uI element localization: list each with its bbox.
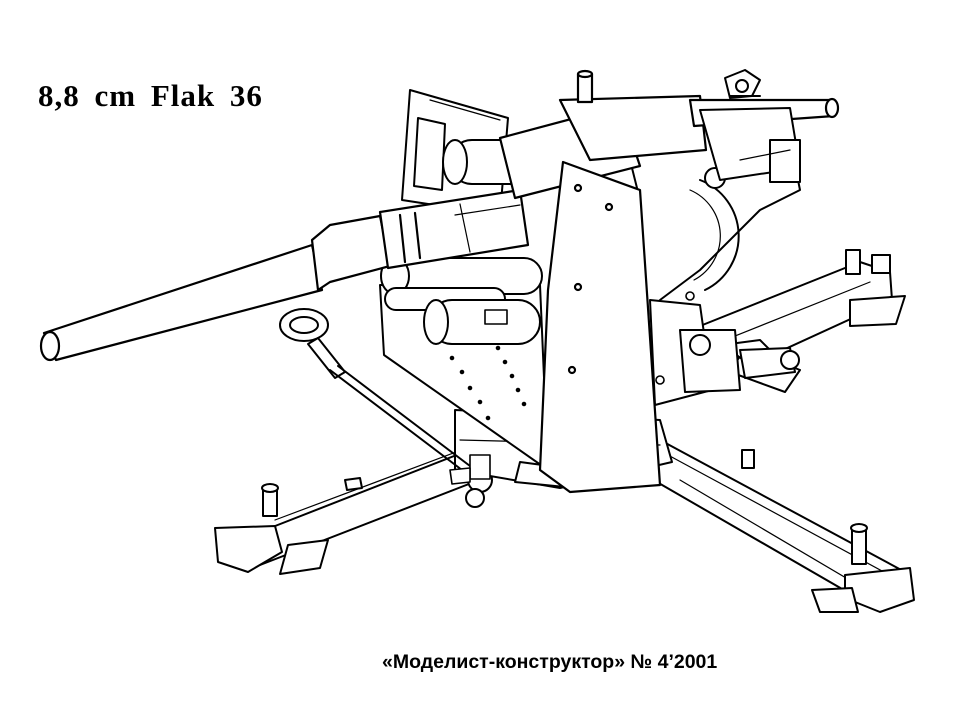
small-fittings <box>449 291 695 485</box>
gun-barrel <box>39 69 840 362</box>
side-shield-plate <box>538 160 662 494</box>
front-right-outrigger <box>649 439 915 613</box>
source-caption: «Моделист-конструктор» № 4’2001 <box>382 651 718 673</box>
figure-title: 8,8 cm Flak 36 <box>38 78 263 113</box>
breech-block <box>699 69 801 183</box>
brace-rod <box>329 365 471 471</box>
front-left-outrigger <box>214 439 506 575</box>
lifting-ring <box>279 308 346 379</box>
